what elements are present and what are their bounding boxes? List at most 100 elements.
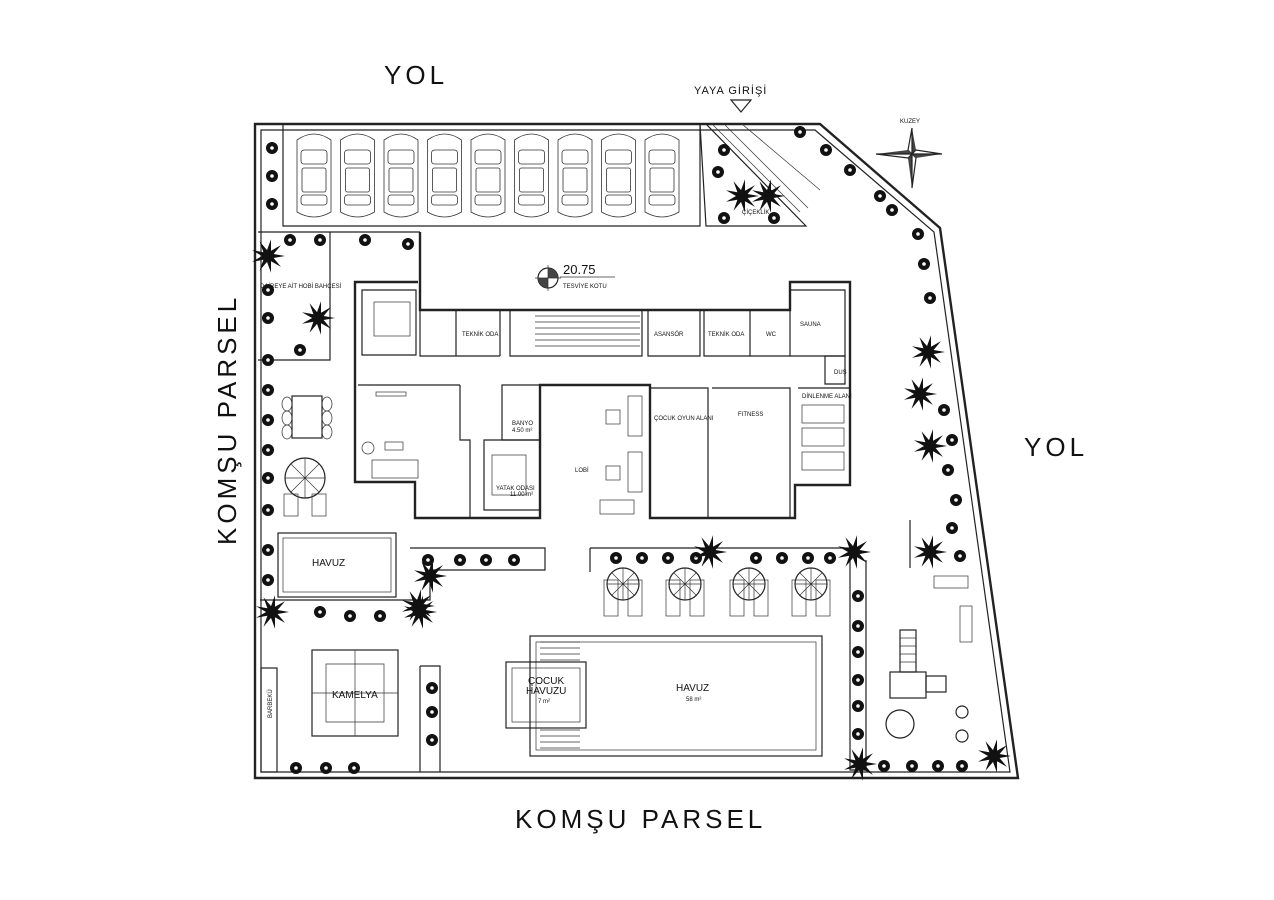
umbrella-lounger-icon <box>665 567 705 617</box>
sofa-icon <box>371 459 419 479</box>
shrub-icon <box>794 126 806 138</box>
palm-icon <box>914 535 947 569</box>
shrub-icon <box>906 760 918 772</box>
shrub-icon <box>266 170 278 182</box>
shrub-icon <box>768 212 780 224</box>
shrub-icon <box>802 552 814 564</box>
shrub-icon <box>820 144 832 156</box>
shrub-icon <box>359 234 371 246</box>
dining-table <box>281 395 333 440</box>
palm-icon <box>844 747 877 781</box>
shrub-icon <box>712 166 724 178</box>
level-value: 20.75 <box>563 262 596 277</box>
palm-icon <box>904 377 937 411</box>
shrub-icon <box>262 544 274 556</box>
shrub-icon <box>508 554 520 566</box>
palm-icon <box>912 335 945 369</box>
shrub-icon <box>426 682 438 694</box>
shrub-icon <box>918 258 930 270</box>
shrub-icon <box>924 292 936 304</box>
palm-icon <box>252 239 285 273</box>
shrub-icon <box>844 164 856 176</box>
lobby-label: LOBİ <box>575 467 589 474</box>
palm-icon <box>694 535 727 569</box>
neighbor-bottom-label: KOMŞU PARSEL <box>515 804 766 834</box>
palm-icon <box>726 179 759 213</box>
shrub-icon <box>480 554 492 566</box>
shrub-icon <box>426 734 438 746</box>
shrub-icon <box>422 554 434 566</box>
svg-text:KUZEY: KUZEY <box>900 119 920 125</box>
tech-room-1-label: TEKNİK ODA <box>462 331 498 338</box>
site-boundary <box>253 122 1020 780</box>
main-pool-label: HAVUZ <box>676 683 709 694</box>
shrub-icon <box>750 552 762 564</box>
shrub-icon <box>938 404 950 416</box>
kids-pool-label: ÇOCUK <box>528 676 564 687</box>
kids-play-label: ÇOCUK OYUN ALANI <box>654 416 714 422</box>
kids-pool-label-2: HAVUZU <box>526 686 566 697</box>
shrub-icon <box>718 212 730 224</box>
shrub-icon <box>662 552 674 564</box>
shrub-icon <box>946 522 958 534</box>
shrub-icon <box>320 762 332 774</box>
umbrella-icon <box>283 457 327 517</box>
shrub-icon <box>262 414 274 426</box>
palm-icon <box>414 559 447 593</box>
road-top-label: YOL <box>384 60 448 90</box>
building: DAİREYE AİT HOBİ BAHÇESİ BANYO 4.50 m² Y… <box>258 231 852 520</box>
shrub-icon <box>262 384 274 396</box>
shrub-icon <box>874 190 886 202</box>
level-marker: 20.75 TESVİYE KOTU <box>535 262 615 291</box>
shrub-icon <box>824 552 836 564</box>
main-pool: HAVUZ 58 m² <box>529 635 823 757</box>
planter-triangle <box>699 123 808 227</box>
bbq-counter <box>260 667 278 773</box>
car-icon <box>470 133 506 218</box>
shrub-icon <box>374 610 386 622</box>
bbq-label: BARBEKÜ <box>267 689 274 718</box>
shrub-icon <box>314 606 326 618</box>
private-garden-label: DAİREYE AİT HOBİ BAHÇESİ <box>260 283 342 290</box>
rest-area-label: DİNLENME ALANI <box>802 393 852 400</box>
umbrella-lounger-icon <box>603 567 643 617</box>
shrub-icon <box>284 234 296 246</box>
shrub-icon <box>690 552 702 564</box>
umbrella-lounger-icon <box>791 567 831 617</box>
car-icon <box>601 133 636 218</box>
shrub-icon <box>852 674 864 686</box>
shrub-icon <box>610 552 622 564</box>
shrub-icon <box>956 760 968 772</box>
shrub-icon <box>454 554 466 566</box>
sauna-label: SAUNA <box>800 322 821 328</box>
shrub-icon <box>852 700 864 712</box>
car-icon <box>340 133 375 218</box>
shrub-icon <box>852 646 864 658</box>
shrub-icon <box>402 238 414 250</box>
shrub-icon <box>262 444 274 456</box>
shrub-icon <box>942 464 954 476</box>
umbrella-lounger-icon <box>729 567 769 617</box>
pool-small-label: HAVUZ <box>312 558 345 569</box>
shrub-icon <box>886 204 898 216</box>
shrub-icon <box>290 762 302 774</box>
shrub-icon <box>262 472 274 484</box>
kids-pool-area: 7 m² <box>538 699 550 705</box>
shrub-icon <box>266 198 278 210</box>
neighbor-left-label: KOMŞU PARSEL <box>212 294 242 545</box>
pool-small <box>277 532 397 598</box>
planter-label: ÇİÇEKLİK <box>742 209 769 216</box>
shrub-icon <box>852 590 864 602</box>
car-icon <box>557 133 593 218</box>
shrub-icon <box>776 552 788 564</box>
car-icon <box>296 133 332 218</box>
shrub-icon <box>718 144 730 156</box>
shrub-icon <box>348 762 360 774</box>
kamelya-label: KAMELYA <box>332 690 378 701</box>
bath-area: 4.50 m² <box>512 428 532 434</box>
sun-loungers <box>603 567 831 617</box>
level-caption: TESVİYE KOTU <box>563 283 607 290</box>
tech-room-2-label: TEKNİK ODA <box>708 331 744 338</box>
shrub-icon <box>852 620 864 632</box>
palm-icon <box>256 595 289 629</box>
